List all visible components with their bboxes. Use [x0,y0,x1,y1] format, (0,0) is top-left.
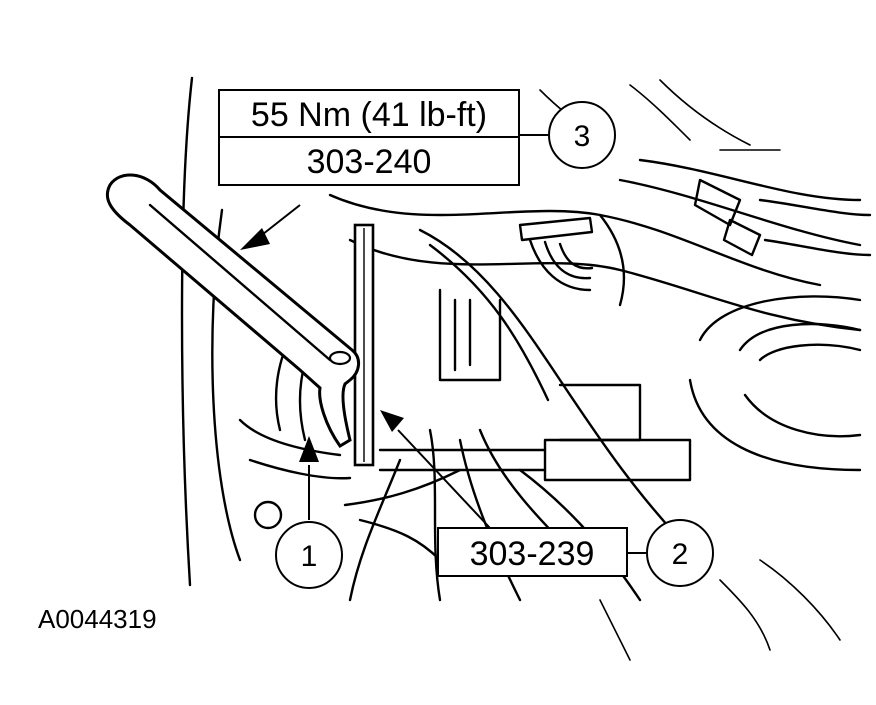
figure-id: A0044319 [38,604,157,634]
callout-3-label-box: 55 Nm (41 lb-ft) 303-240 [218,89,520,186]
callout-2-number: 2 [672,538,689,571]
callout-2-marker: 2 [646,519,714,587]
torque-specification: 55 Nm (41 lb-ft) [251,96,487,134]
engine-background-linework [180,76,872,661]
callout-1-number: 1 [301,540,318,573]
callout-2-label-box: 303-239 [437,527,628,577]
tool-303-239-rod [353,223,375,467]
leader-lines [240,134,652,554]
tool-303-240-wrench [105,173,360,448]
callout-1-marker: 1 [275,521,343,589]
tool-number-303-239: 303-239 [470,535,595,573]
tool-number-303-240: 303-240 [307,143,432,181]
callout-3-number: 3 [574,120,591,153]
callout-3-marker: 3 [548,101,616,169]
